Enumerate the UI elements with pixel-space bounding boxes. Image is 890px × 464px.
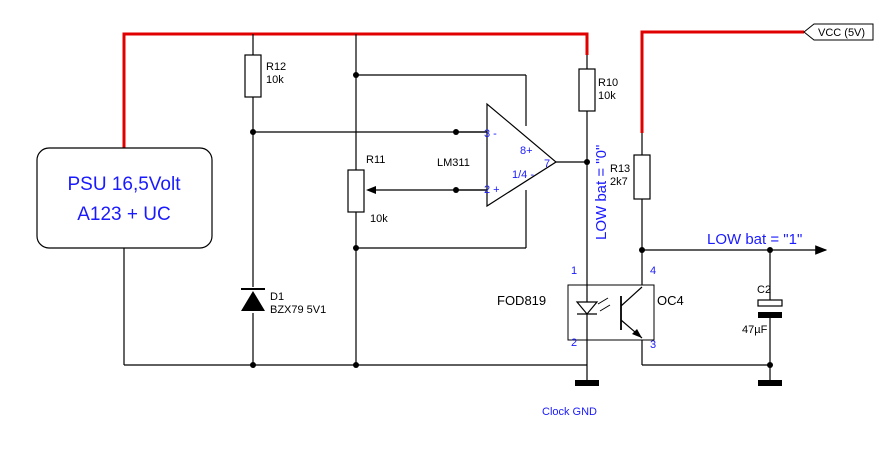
vcc-label: VCC (5V) — [818, 27, 865, 39]
psu-label-line2: A123 + UC — [77, 204, 170, 225]
r10-ref: R10 — [598, 77, 618, 89]
junction-dot — [353, 72, 359, 78]
capacitor-c2: C2 47µF — [742, 284, 783, 336]
r11-value: 10k — [370, 213, 388, 225]
resistor-r12: R12 10k — [244, 54, 286, 98]
low-bat-0-label: LOW bat = "0" — [593, 145, 610, 240]
c2-ref: C2 — [757, 284, 771, 296]
d1-value: BZX79 5V1 — [270, 304, 326, 316]
c2-value: 47µF — [742, 324, 768, 336]
potentiometer-r11: R11 10k — [347, 154, 388, 225]
optocoupler-fod819: 1 2 3 4 FOD819 OC4 — [497, 265, 684, 351]
supply-wire-right — [640, 30, 804, 133]
ground-symbol-right — [758, 380, 782, 386]
ground-symbol-left — [575, 380, 599, 386]
r12-value: 10k — [266, 74, 284, 86]
vcc-net-label: VCC (5V) — [803, 23, 874, 41]
psu-label-line1: PSU 16,5Volt — [67, 174, 181, 195]
junction-dot — [250, 362, 256, 368]
junction-dot — [767, 362, 773, 368]
resistor-r13: R13 2k7 — [610, 154, 651, 200]
psu-block: PSU 16,5Volt A123 + UC — [36, 147, 213, 249]
lm311-pin-8: 8+ — [520, 145, 533, 157]
lm311-pin-out: 7 — [544, 158, 550, 170]
lm311-pin-quarter: 1/4 - — [512, 169, 534, 181]
zener-diode-d1: D1 BZX79 5V1 — [241, 288, 326, 316]
d1-ref: D1 — [270, 291, 284, 303]
junction-dot — [353, 245, 359, 251]
junction-dot — [584, 159, 590, 165]
opto-pin3: 3 — [650, 339, 656, 351]
opto-pin1: 1 — [571, 265, 577, 277]
junction-dot — [639, 247, 645, 253]
opto-name: FOD819 — [497, 293, 546, 308]
junction-dot — [250, 129, 256, 135]
junctions — [250, 72, 773, 368]
lm311-pin-minus: 3 - — [484, 128, 497, 140]
opto-pin2: 2 — [571, 337, 577, 349]
opto-pin4: 4 — [650, 265, 656, 277]
r10-value: 10k — [598, 90, 616, 102]
low-bat-1-label: LOW bat = "1" — [707, 231, 802, 248]
ground-label: Clock GND — [542, 406, 597, 418]
r13-ref: R13 — [610, 163, 630, 175]
resistor-r10: R10 10k — [578, 55, 618, 112]
junction-dot — [353, 362, 359, 368]
wires — [123, 34, 828, 380]
r12-ref: R12 — [266, 61, 286, 73]
lm311-name: LM311 — [437, 157, 470, 169]
r13-value: 2k7 — [610, 176, 628, 188]
lm311-pin-plus: 2 + — [484, 184, 500, 196]
comparator-lm311: 3 - 2 + 8+ 7 1/4 - LM311 — [437, 102, 558, 208]
r11-ref: R11 — [366, 154, 385, 166]
opto-ref: OC4 — [657, 293, 684, 308]
junction-dot — [767, 247, 773, 253]
